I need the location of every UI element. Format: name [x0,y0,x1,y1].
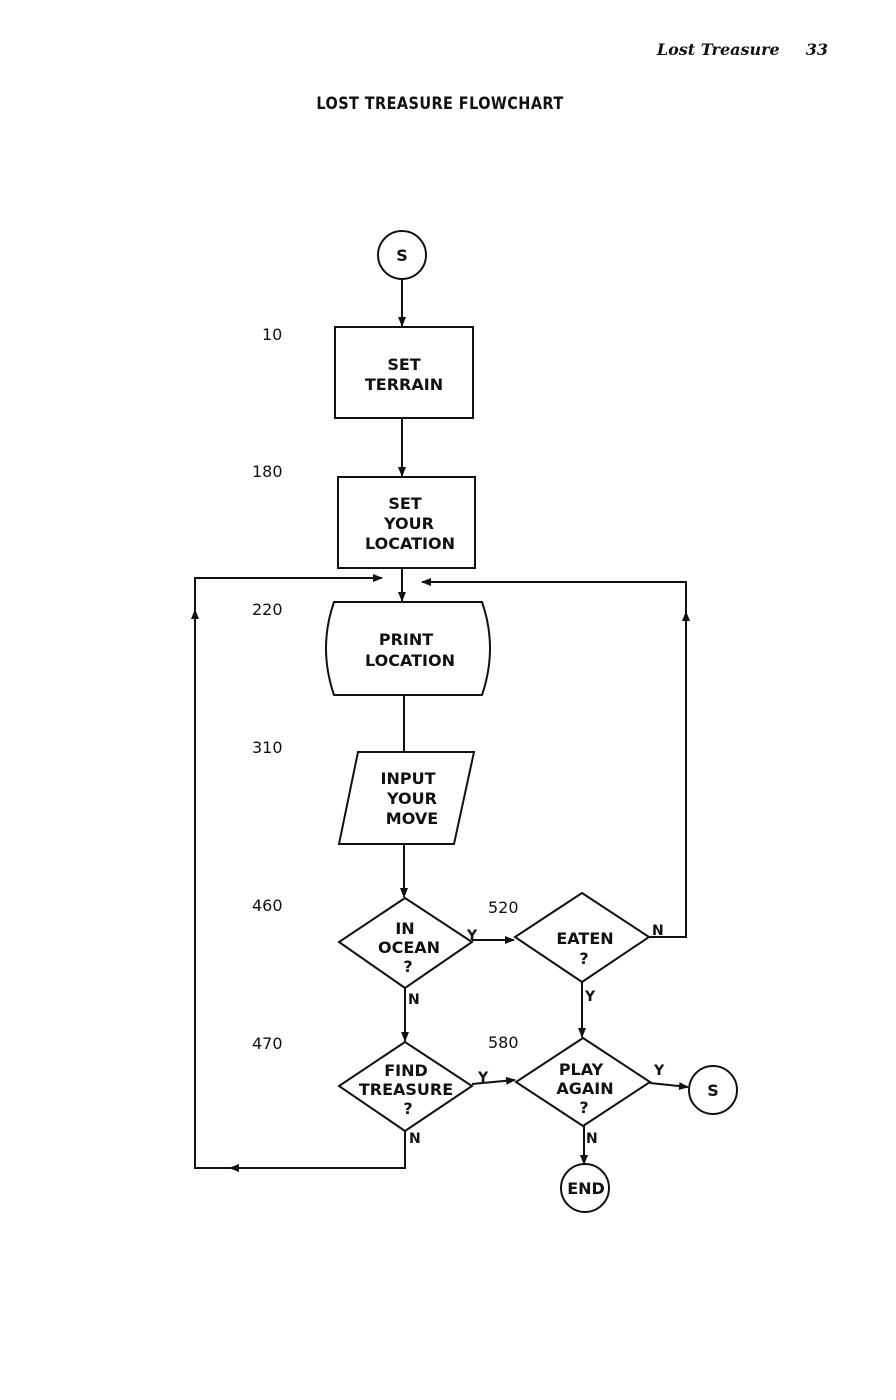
line-number-10: 10 [262,325,282,344]
find-treasure-line-3: ? [403,1099,412,1118]
edge-treasure-yes-to-play [471,1076,516,1085]
set-location-line-1: SET [388,494,421,513]
set-terrain-box: SET TERRAIN [334,326,474,419]
play-again-line-2: AGAIN [556,1079,613,1098]
branch-eaten-no: N [652,923,664,939]
eaten-line-1: EATEN [556,929,613,948]
edge-eaten-no-loop [421,578,687,938]
set-location-line-2: YOUR [383,514,434,533]
restart-label: S [707,1081,719,1100]
eaten-line-2: ? [579,949,588,968]
branch-ocean-no: N [408,992,420,1008]
set-terrain-line-1: SET [387,355,420,374]
line-numbers: 10 180 220 310 460 520 470 580 [252,325,519,1053]
edge-treasure-no-loop [194,574,406,1169]
branch-play-no: N [586,1131,598,1147]
input-move-parallelogram: INPUT YOUR MOVE [337,751,476,845]
print-location-display: PRINT LOCATION [325,601,491,696]
in-ocean-line-3: ? [403,957,412,976]
flowchart-title: LOST TREASURE FLOWCHART [316,94,564,114]
end-terminal: END [560,1163,610,1213]
line-number-470: 470 [252,1034,283,1053]
line-number-310: 310 [252,738,283,757]
print-location-line-1: PRINT [379,630,433,649]
branch-treasure-yes: Y [477,1070,489,1086]
end-label: END [567,1179,605,1198]
branch-play-yes: Y [653,1063,665,1079]
connectors [191,279,690,1172]
line-number-220: 220 [252,600,283,619]
find-treasure-line-1: FIND [384,1061,428,1080]
line-number-520: 520 [488,898,519,917]
branch-eaten-yes: Y [584,989,596,1005]
play-again-line-3: ? [579,1098,588,1117]
input-move-line-3: MOVE [386,809,438,828]
set-terrain-line-2: TERRAIN [365,375,443,394]
input-move-line-1: INPUT [381,769,436,788]
line-number-180: 180 [252,462,283,481]
restart-terminal: S [688,1065,738,1115]
line-number-460: 460 [252,896,283,915]
branch-ocean-yes: Y [466,928,478,944]
eaten-decision: EATEN ? [513,891,651,984]
edge-play-yes-to-restart [649,1082,689,1091]
line-number-580: 580 [488,1033,519,1052]
page-number: 33 [805,40,828,59]
branch-labels: Y N N Y Y N Y N [408,923,665,1147]
in-ocean-line-1: IN [395,919,414,938]
in-ocean-line-2: OCEAN [378,938,440,957]
play-again-decision: PLAY AGAIN ? [514,1036,652,1128]
set-location-box: SET YOUR LOCATION [337,476,476,569]
start-label: S [396,246,408,265]
header-title: Lost Treasure [656,40,780,59]
input-move-line-2: YOUR [386,789,437,808]
play-again-line-1: PLAY [559,1060,604,1079]
print-location-line-2: LOCATION [365,651,455,670]
find-treasure-decision: FIND TREASURE ? [337,1040,474,1133]
find-treasure-line-2: TREASURE [359,1080,453,1099]
branch-treasure-no: N [409,1131,421,1147]
page-header: Lost Treasure 33 [657,40,828,59]
set-location-line-3: LOCATION [365,534,455,553]
in-ocean-decision: IN OCEAN ? [337,896,474,990]
start-terminal: S [377,230,427,280]
